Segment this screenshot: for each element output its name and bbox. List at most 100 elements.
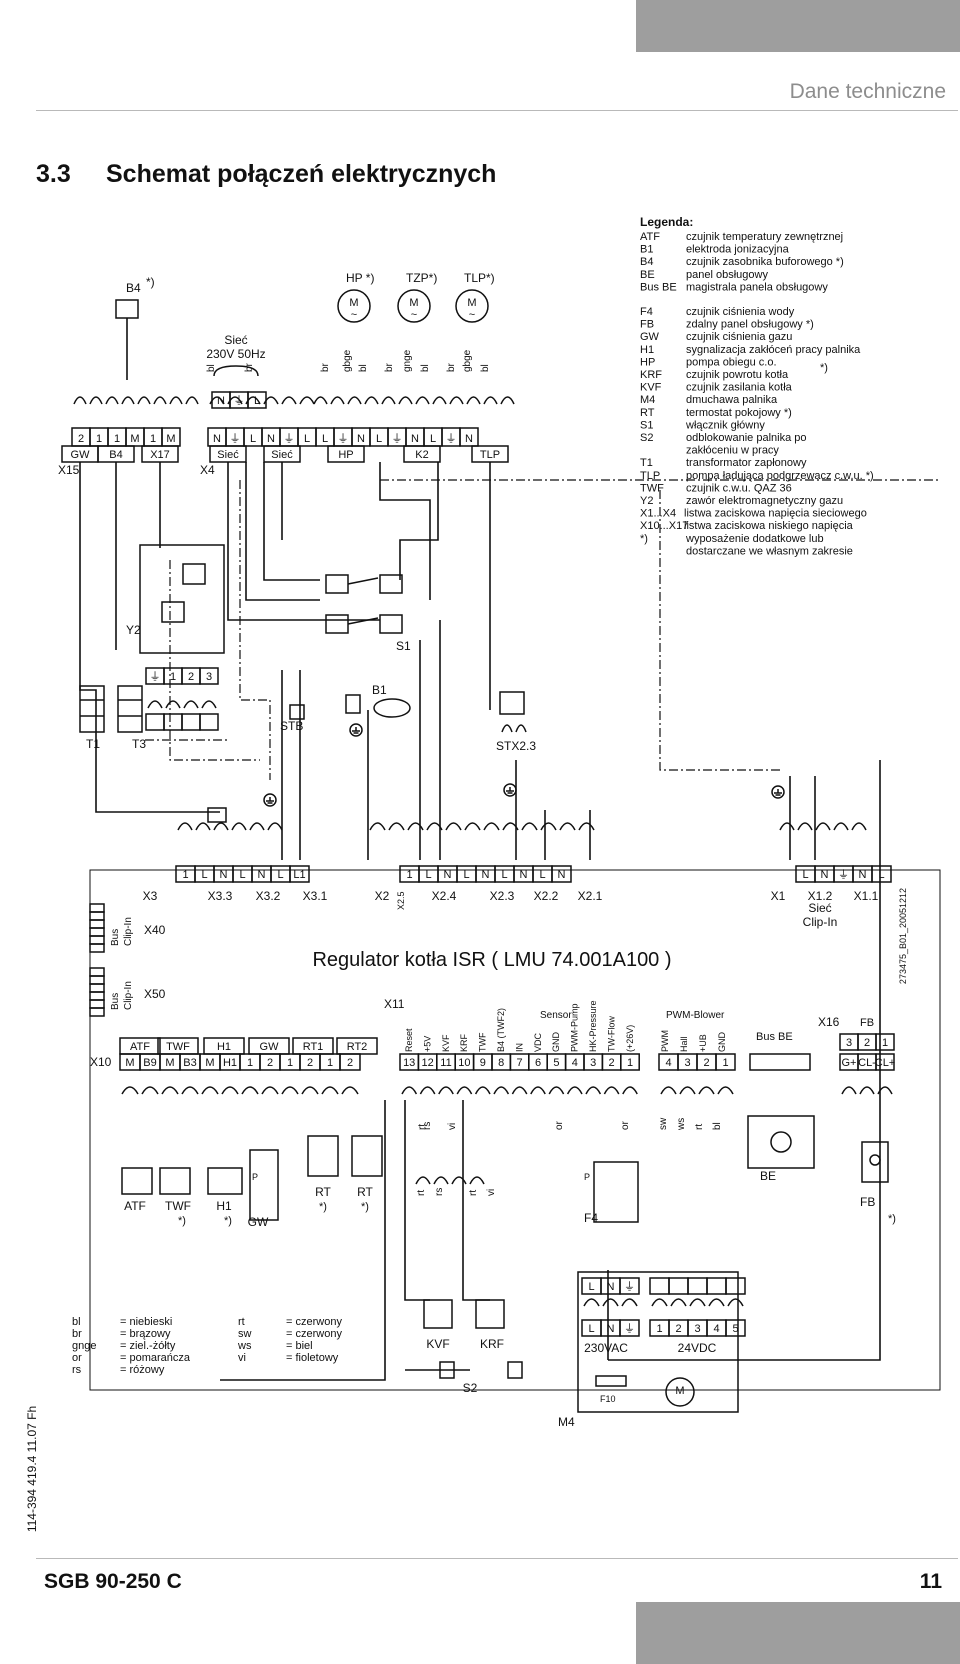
ctrl-top-group-2: X3.2	[256, 889, 281, 903]
x11-cups-10	[585, 1086, 602, 1095]
bottom-strip-pin-8: 1	[287, 1057, 293, 1069]
legend-text-20: zawór elektromagnetyczny gazu	[686, 495, 843, 507]
header-rule	[36, 110, 958, 111]
bus-stub-a-5	[89, 943, 105, 953]
legend-text-11: czujnik zasilania kotła	[686, 382, 793, 394]
fb-strip-pin-0: 3	[846, 1037, 852, 1049]
legend-code-15: S2	[640, 432, 653, 444]
x1-cups-4	[851, 822, 867, 831]
top-cups-a-0	[73, 396, 87, 405]
bottom-wire-tag-9: rt	[416, 1190, 427, 1196]
m4-ac-cups-1	[602, 1298, 619, 1307]
m4-ac-cups-0	[583, 1298, 600, 1307]
x1-cups-3	[833, 822, 849, 831]
krf-label: KRF	[480, 1337, 504, 1351]
legend-text-6: zdalny panel obsługowy *)	[686, 319, 814, 331]
tlp-motor-m: M	[467, 297, 476, 309]
be-panel	[747, 1115, 815, 1169]
x11-func-1: +5V	[422, 1036, 432, 1052]
header-title: Dane techniczne	[789, 80, 946, 103]
bottom-wire-tag-11: rt	[468, 1190, 479, 1196]
tzp-motor-m: M	[409, 297, 418, 309]
fb-panel	[861, 1141, 889, 1183]
fb-label: FB	[860, 1195, 875, 1209]
x2-strip-pin-0: 1	[406, 869, 412, 881]
wire-tag-3: br	[384, 362, 395, 372]
x11-cups-4	[474, 1086, 491, 1095]
footer-model: SGB 90-250 C	[44, 1570, 182, 1593]
blower-strip-pin-1: 3	[684, 1057, 690, 1069]
x2-cups-7	[502, 822, 519, 831]
x2-strip-pin-5: L	[501, 869, 507, 881]
legend-text-7: czujnik ciśnienia gazu	[686, 331, 792, 343]
legend-code-6: FB	[640, 319, 654, 331]
color-text-5: = czerwony	[286, 1316, 342, 1328]
x1-strip-pin-0: L	[802, 869, 808, 881]
legend-text-13: termostat pokojowy *)	[686, 407, 792, 419]
bottom-strip-pin-1: B9	[143, 1057, 156, 1069]
legend-hp-marker: *)	[820, 362, 828, 374]
wire-tag-10: br	[244, 362, 255, 372]
twf-sensor	[159, 1167, 191, 1195]
atf-sensor	[121, 1167, 153, 1195]
x2-cups-9	[540, 822, 557, 831]
x2-strip-pin-2: N	[444, 869, 452, 881]
legend-code-2: B4	[640, 256, 653, 268]
stb-sensor	[289, 704, 305, 720]
gw-label: GW	[248, 1215, 269, 1229]
mains-voltage: 230V 50Hz	[206, 347, 265, 361]
top-group-label-4: Sieć	[271, 449, 293, 461]
x4-label: X4	[200, 463, 215, 477]
fb-sub-strip-cell-2	[875, 1053, 895, 1071]
bottom-wire-tag-4: sw	[658, 1117, 669, 1130]
x2-cups-8	[521, 822, 538, 831]
wire-mains-l	[245, 462, 320, 601]
x3-strip-pin-5: L	[277, 869, 283, 881]
wire-tag-5: bl	[420, 364, 431, 372]
b1-terminal	[345, 694, 361, 714]
top-strip-b-pin-8: N	[357, 433, 365, 445]
f4-label: F4	[584, 1211, 598, 1225]
pwm-blower-label: PWM-Blower	[666, 1010, 725, 1021]
x11-func-8: GND	[551, 1032, 561, 1053]
bottom-cups-4	[201, 1086, 219, 1095]
x1-cups-2	[815, 822, 831, 831]
blower-cups-3	[717, 1086, 734, 1095]
ctrl-bottom-group-label-5: RT2	[347, 1041, 368, 1053]
bus-stub-a-2	[89, 919, 105, 929]
top-cups-a-4	[137, 396, 151, 405]
atf-label: ATF	[124, 1199, 146, 1213]
top-strip-b-pin-4: ⏚	[284, 432, 295, 445]
m4-ac-strip-cell-2	[619, 1319, 640, 1337]
mains-terminal-pin-2: L	[254, 395, 260, 407]
stb-label: STB	[280, 719, 303, 733]
color-text-0: = niebieski	[120, 1316, 172, 1328]
m4-ac-top-pin-2: ⏚	[624, 1280, 635, 1293]
legend-code-7: GW	[640, 331, 660, 343]
color-code-5: rt	[238, 1316, 245, 1328]
pe-line-b	[169, 560, 260, 761]
bottom-cups-11	[341, 1086, 359, 1095]
tzp-label: TZP*)	[406, 271, 437, 285]
x11-strip-pin-0: 13	[403, 1057, 415, 1069]
t-terminal-pin-0: ⏚	[150, 670, 161, 683]
top-strip-a-pin-4: 1	[150, 433, 156, 445]
bottom-wire-tag-6: rt	[694, 1124, 705, 1130]
bus-be-port	[749, 1053, 811, 1071]
bus-stub-b-1	[89, 975, 105, 985]
x2-cups-6	[483, 822, 500, 831]
x11-func-7: VDC	[533, 1032, 543, 1052]
blower-strip-pin-3: 1	[722, 1057, 728, 1069]
wire-reset	[220, 1100, 386, 1381]
x11-func-0: Reset	[404, 1028, 414, 1052]
rt2-label: RT	[357, 1185, 373, 1199]
wire-tag-9: bl	[206, 364, 217, 372]
s1-left-b	[325, 614, 349, 634]
bus-clipin-a1: Bus	[110, 929, 121, 946]
m4-ac-cups-2	[621, 1298, 638, 1307]
s1-left-a	[325, 574, 349, 594]
x11-func-2: KVF	[441, 1034, 451, 1052]
x11-cups-2	[438, 1086, 454, 1095]
t-cups-1	[165, 700, 181, 709]
x11-func-6: IN	[514, 1043, 524, 1052]
